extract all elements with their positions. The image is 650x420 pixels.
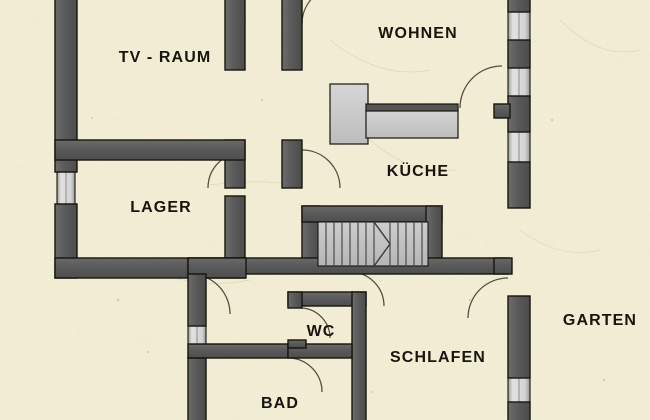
window-right-2 (507, 65, 531, 99)
counter-block (329, 83, 369, 145)
window-left-lager (56, 171, 76, 205)
wall-lager-return (187, 257, 247, 279)
counter-edge (365, 103, 459, 112)
wall-bad-left-lower (187, 357, 207, 420)
door-arc-garten (467, 277, 509, 319)
wall-right-pier-3 (507, 95, 531, 133)
door-arc-wc (299, 307, 331, 339)
room-labels: TV - RAUM WOHNEN KÜCHE LAGER WC BAD SCHL… (119, 25, 637, 412)
wall-bad-top (187, 343, 289, 359)
room-label-wohnen: WOHNEN (378, 25, 457, 42)
door-arc-hall-kueche (301, 149, 341, 189)
wall-wc-right (351, 291, 367, 420)
kitchen-fixtures (329, 83, 459, 145)
wall-left-upper (54, 0, 78, 173)
wall-wc-bottom-stub (287, 339, 307, 349)
room-label-bad: BAD (261, 395, 299, 412)
wall-right-pier-1 (507, 0, 531, 13)
stair-treads (325, 222, 423, 266)
room-label-lager: LAGER (130, 199, 192, 216)
wall-tv-right-upper (224, 0, 246, 71)
wall-right-pier-2 (507, 39, 531, 69)
wall-wc-left (287, 291, 303, 309)
wall-kitchen-stub (493, 103, 511, 119)
door-arc-kueche-east (459, 65, 503, 109)
room-label-schlafen: SCHLAFEN (390, 349, 486, 366)
stair-direction-arrow (373, 221, 391, 267)
staircase (317, 221, 429, 267)
wall-tv-lager-divider (54, 139, 246, 161)
wall-corridor-right-return (493, 257, 513, 275)
room-label-wc: WC (307, 323, 336, 340)
room-label-kueche: KÜCHE (387, 161, 449, 180)
walls (54, 0, 531, 420)
wall-stair-top (301, 205, 443, 223)
counter-run (365, 109, 459, 139)
window-right-3 (507, 129, 531, 165)
wall-bad-left-upper (187, 273, 207, 327)
wall-right-pier-6 (507, 401, 531, 420)
wall-hall-left-upper (281, 0, 303, 71)
room-label-garten: GARTEN (563, 312, 637, 329)
window-right-4 (507, 375, 531, 405)
room-label-tv-raum: TV - RAUM (119, 49, 212, 66)
wall-right-pier-5 (507, 295, 531, 379)
windows (56, 9, 531, 405)
wall-right-pier-4 (507, 161, 531, 209)
wall-hall-left-mid (281, 139, 303, 189)
window-right-1 (507, 9, 531, 43)
